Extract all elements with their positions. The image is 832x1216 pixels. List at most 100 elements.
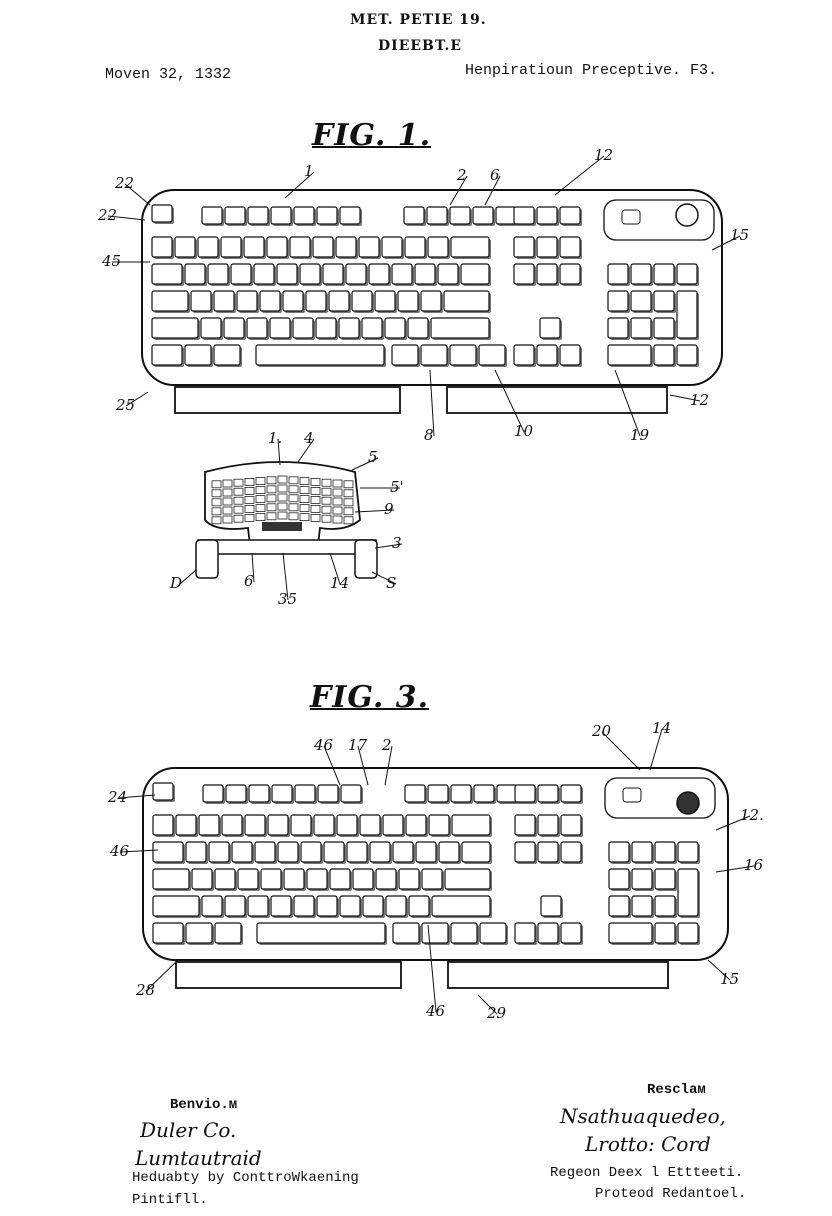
- key: [362, 895, 384, 917]
- key: [420, 290, 442, 312]
- fig3-leader-line: [384, 745, 393, 786]
- key: [428, 814, 450, 836]
- fig1-leader-line: [125, 391, 149, 407]
- fig2-leader-line: [371, 571, 397, 585]
- key: [289, 236, 311, 258]
- key: [197, 236, 219, 258]
- key: [630, 317, 652, 339]
- key: [443, 290, 490, 312]
- key: [513, 344, 535, 366]
- fig2-key: [244, 495, 255, 504]
- key: [608, 868, 630, 890]
- key: [282, 290, 304, 312]
- key: [255, 344, 385, 366]
- key: [214, 868, 236, 890]
- trackball: [675, 203, 699, 227]
- fig3-leader-line: [707, 959, 731, 981]
- key: [293, 206, 315, 225]
- key: [315, 317, 337, 339]
- key: [374, 290, 396, 312]
- fig2-key: [288, 494, 299, 503]
- fig2-leader-line: [297, 438, 315, 463]
- fig3-reference-numeral: 46: [425, 1002, 446, 1020]
- key: [152, 841, 184, 863]
- key: [359, 814, 381, 836]
- fig1-leader-line: [669, 394, 701, 402]
- fig2-key: [299, 504, 310, 513]
- fig1-leader-line: [554, 155, 605, 196]
- key: [299, 263, 321, 285]
- fig2-leader-line: [351, 457, 379, 471]
- fig2-key: [211, 516, 222, 525]
- fig2-key: [343, 507, 354, 516]
- key: [184, 263, 206, 285]
- fig3-leader-line: [119, 849, 159, 853]
- fig1-reference-numeral: 1: [304, 162, 314, 180]
- header-subtitle: DIEEBT.E: [378, 38, 463, 54]
- key: [460, 263, 490, 285]
- footer-left-line-1: Heduabty by ConttroWkaening: [132, 1170, 359, 1186]
- key: [381, 236, 403, 258]
- fig2-key: [343, 516, 354, 525]
- fig2-key: [211, 480, 222, 489]
- key: [654, 841, 676, 863]
- fig2-key: [288, 503, 299, 512]
- key: [421, 868, 443, 890]
- key: [345, 263, 367, 285]
- fig1-reference-numeral: 22: [114, 174, 134, 192]
- key: [654, 895, 676, 917]
- key: [392, 841, 414, 863]
- key: [536, 236, 558, 258]
- key: [676, 344, 698, 366]
- fig1-leader-line: [711, 235, 741, 251]
- fig2-spacebar: [262, 522, 302, 531]
- key: [266, 236, 288, 258]
- key: [338, 317, 360, 339]
- key: [607, 290, 629, 312]
- fig2-key: [266, 512, 277, 521]
- fig2-key: [277, 511, 288, 520]
- key: [254, 841, 276, 863]
- key: [208, 841, 230, 863]
- fig2-key: [233, 496, 244, 505]
- fig1-leader-line: [429, 369, 435, 437]
- fig3-leader-line: [649, 728, 663, 771]
- key: [607, 317, 629, 339]
- key: [408, 895, 430, 917]
- key: [513, 236, 535, 258]
- key: [495, 206, 517, 225]
- fig2-reference-numeral: 5: [368, 448, 378, 466]
- key: [407, 317, 429, 339]
- fig2-key: [321, 478, 332, 487]
- fig2-key: [211, 498, 222, 507]
- fig1-leader-line: [614, 369, 641, 437]
- key: [514, 784, 536, 803]
- fig3-reference-numeral: 2: [381, 736, 392, 754]
- key: [536, 344, 558, 366]
- key: [200, 317, 222, 339]
- key: [231, 841, 253, 863]
- key: [631, 895, 653, 917]
- fig2-key: [288, 512, 299, 521]
- key: [306, 868, 328, 890]
- key: [223, 317, 245, 339]
- fig1-leader-line: [107, 215, 146, 221]
- key: [405, 814, 427, 836]
- footer-right-signature-2: Lrotto: Cord: [585, 1132, 711, 1156]
- mouse-button: [621, 209, 641, 225]
- key: [276, 263, 298, 285]
- footer-left-line-2: Pintifll.: [132, 1192, 208, 1208]
- fig2-key: [244, 504, 255, 513]
- key: [391, 263, 413, 285]
- key: [397, 290, 419, 312]
- fig2-key: [343, 489, 354, 498]
- fig2-leader-line: [329, 552, 341, 585]
- key: [559, 236, 581, 258]
- fig1-reference-numeral: 45: [101, 252, 121, 270]
- fig1-keyboard: [141, 189, 723, 414]
- key: [559, 263, 581, 285]
- fig2-key: [288, 485, 299, 494]
- fig2-reference-numeral: 1.: [268, 429, 282, 447]
- key: [461, 841, 491, 863]
- fig2-key: [310, 514, 321, 522]
